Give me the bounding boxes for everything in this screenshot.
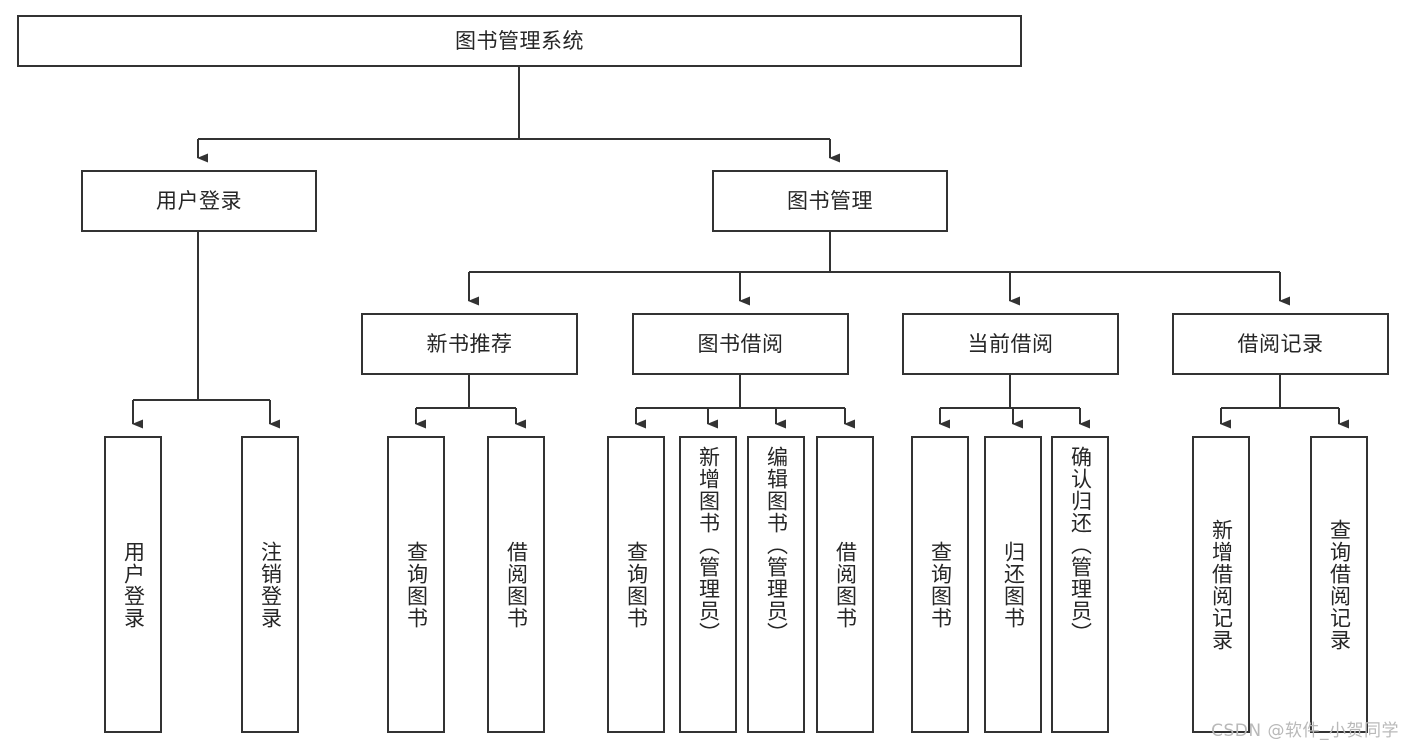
node-new-book-recommend[interactable]: 新书推荐 [361, 313, 578, 375]
node-leaf-user-logout[interactable]: 注销登录 [241, 436, 299, 733]
node-current-borrow-label: 当前借阅 [967, 331, 1054, 356]
node-book-management[interactable]: 图书管理 [712, 170, 948, 232]
node-leaf-return-book-label: 归还图书 [1001, 540, 1026, 629]
node-leaf-query-record[interactable]: 查询借阅记录 [1310, 436, 1368, 733]
node-book-borrow[interactable]: 图书借阅 [632, 313, 849, 375]
node-leaf-query-book-rec-label: 查询图书 [404, 540, 429, 629]
node-new-book-recommend-label: 新书推荐 [426, 331, 513, 356]
node-leaf-borrow-book-rec[interactable]: 借阅图书 [487, 436, 545, 733]
node-book-management-label: 图书管理 [787, 188, 873, 213]
node-leaf-borrow-book-label: 借阅图书 [833, 540, 858, 629]
node-leaf-user-login-label: 用户登录 [121, 540, 146, 629]
node-leaf-user-logout-label: 注销登录 [258, 540, 283, 629]
node-root-label: 图书管理系统 [455, 28, 584, 53]
node-leaf-query-book-borrow[interactable]: 查询图书 [607, 436, 665, 733]
node-root[interactable]: 图书管理系统 [17, 15, 1022, 67]
node-leaf-add-book-label: 新增图书（管理员） [696, 446, 721, 644]
node-leaf-edit-book-label: 编辑图书（管理员） [764, 446, 789, 644]
node-leaf-add-book[interactable]: 新增图书（管理员） [679, 436, 737, 733]
node-leaf-query-book-current[interactable]: 查询图书 [911, 436, 969, 733]
node-leaf-add-record[interactable]: 新增借阅记录 [1192, 436, 1250, 733]
node-borrow-records[interactable]: 借阅记录 [1172, 313, 1389, 375]
node-leaf-add-record-label: 新增借阅记录 [1209, 518, 1234, 651]
node-leaf-return-book[interactable]: 归还图书 [984, 436, 1042, 733]
node-current-borrow[interactable]: 当前借阅 [902, 313, 1119, 375]
node-leaf-query-record-label: 查询借阅记录 [1327, 518, 1352, 651]
node-leaf-query-book-rec[interactable]: 查询图书 [387, 436, 445, 733]
node-leaf-confirm-return[interactable]: 确认归还（管理员） [1051, 436, 1109, 733]
node-leaf-user-login[interactable]: 用户登录 [104, 436, 162, 733]
node-book-borrow-label: 图书借阅 [697, 331, 784, 356]
node-leaf-borrow-book-rec-label: 借阅图书 [504, 540, 529, 629]
node-borrow-records-label: 借阅记录 [1237, 331, 1324, 356]
node-leaf-query-book-borrow-label: 查询图书 [624, 540, 649, 629]
node-leaf-edit-book[interactable]: 编辑图书（管理员） [747, 436, 805, 733]
watermark-text: CSDN @软件_小贺同学 [1211, 721, 1399, 741]
node-user-login-label: 用户登录 [156, 188, 242, 213]
node-user-login[interactable]: 用户登录 [81, 170, 317, 232]
node-leaf-borrow-book[interactable]: 借阅图书 [816, 436, 874, 733]
node-leaf-confirm-return-label: 确认归还（管理员） [1068, 446, 1093, 644]
node-leaf-query-book-current-label: 查询图书 [928, 540, 953, 629]
